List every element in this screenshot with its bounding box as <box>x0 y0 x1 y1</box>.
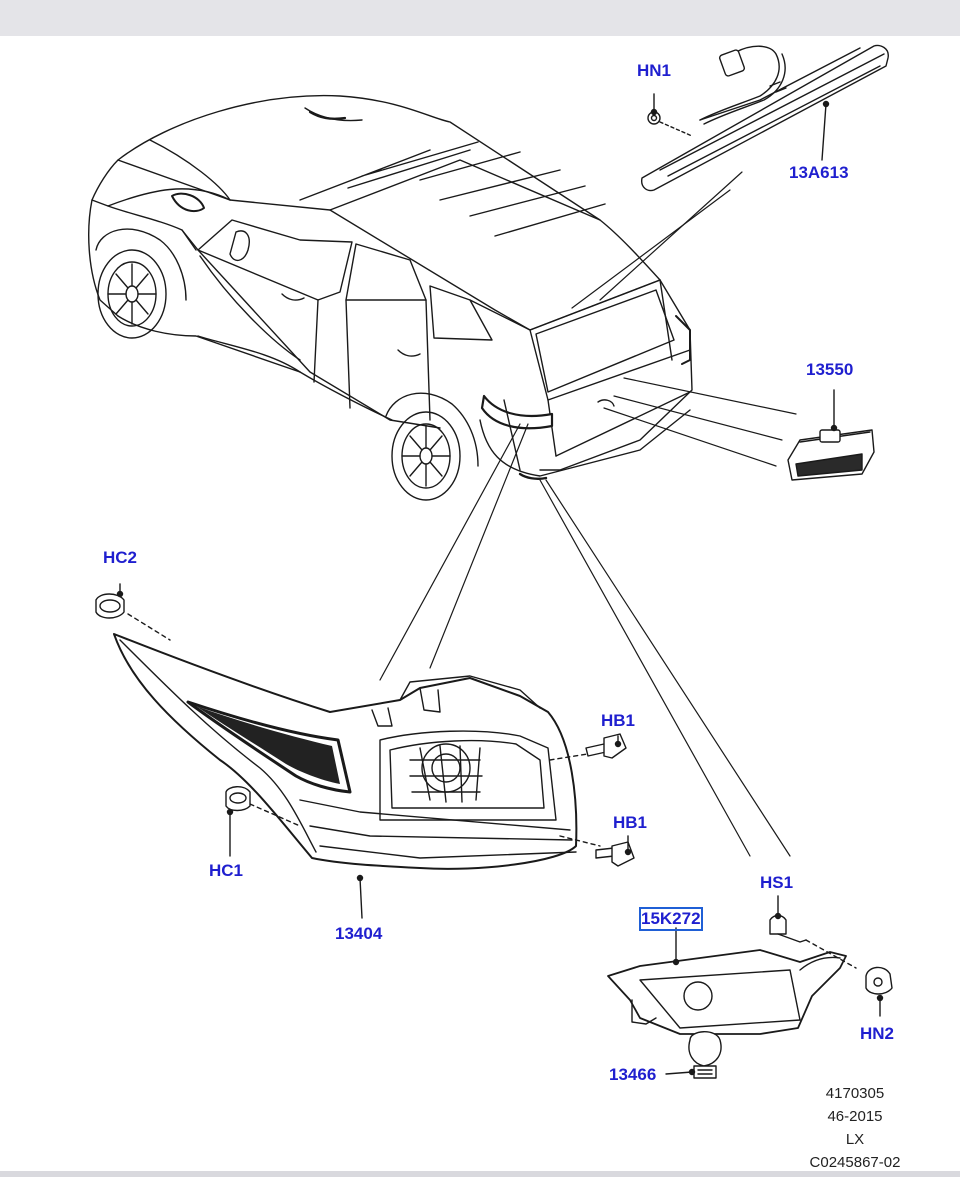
rear-fog-lamp <box>607 895 893 1079</box>
callout-hb1-upper[interactable]: HB1 <box>601 711 636 730</box>
bottom-bar <box>0 1171 960 1177</box>
callout-15k272[interactable]: 15K272 <box>639 907 703 931</box>
callout-hn1[interactable]: HN1 <box>637 61 672 80</box>
tail-lamp-assembly <box>95 583 635 919</box>
high-mount-stop-lamp <box>640 44 889 192</box>
leader-lines <box>379 171 797 857</box>
callout-hn2[interactable]: HN2 <box>860 1024 895 1043</box>
reference-illustration-id: C0245867-02 <box>809 1154 901 1171</box>
vehicle-illustration <box>88 94 693 501</box>
reference-model: LX <box>845 1131 865 1148</box>
reference-date: 46-2015 <box>827 1108 883 1125</box>
callout-hs1[interactable]: HS1 <box>760 873 794 892</box>
callout-hc2[interactable]: HC2 <box>103 548 138 567</box>
callout-13404[interactable]: 13404 <box>335 924 383 943</box>
callout-hb1-lower[interactable]: HB1 <box>613 813 648 832</box>
callout-13466[interactable]: 13466 <box>609 1065 657 1084</box>
diagram-reference-block: 4170305 46-2015 LX C0245867-02 <box>790 1082 920 1174</box>
license-plate-lamp <box>787 389 875 481</box>
callout-hc1[interactable]: HC1 <box>209 861 244 880</box>
callout-13550[interactable]: 13550 <box>806 360 854 379</box>
reference-code: 4170305 <box>825 1085 885 1102</box>
callout-13a613[interactable]: 13A613 <box>789 163 849 182</box>
top-bar <box>0 0 960 36</box>
